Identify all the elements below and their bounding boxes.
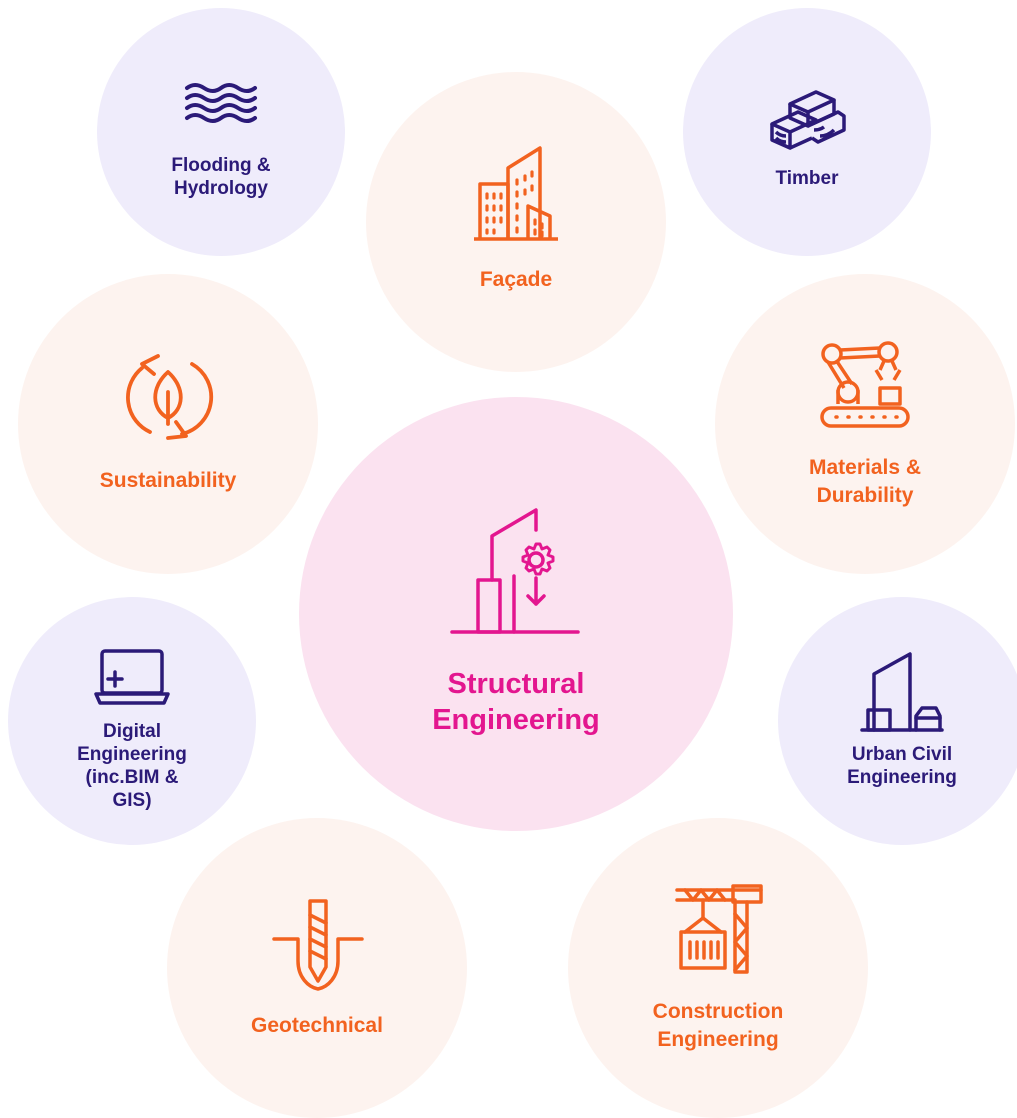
node-label-geotechnical: Geotechnical xyxy=(251,1014,383,1037)
node-digital xyxy=(8,597,256,845)
buildings-icon xyxy=(474,146,558,241)
drill-pile-icon xyxy=(272,899,364,991)
node-urban xyxy=(778,597,1017,845)
node-structural-engineering xyxy=(299,397,733,831)
node-timber xyxy=(683,8,931,256)
crane-building-gear-icon xyxy=(450,508,580,634)
laptop-icon xyxy=(94,649,170,705)
node-geotechnical xyxy=(167,818,467,1118)
node-facade xyxy=(366,72,666,372)
node-label-digital: Digital Engineering (inc.BIM & GIS) xyxy=(77,721,187,811)
node-flooding xyxy=(97,8,345,256)
tower-crane-container-icon xyxy=(675,884,763,974)
node-label-sustainability: Sustainability xyxy=(99,469,237,492)
node-label-construction: Construction Engineering xyxy=(652,1000,784,1051)
node-materials xyxy=(715,274,1015,574)
node-label-urban: Urban Civil Engineering xyxy=(847,744,957,788)
node-label-materials: Materials & Durability xyxy=(808,456,922,507)
timber-stack-icon xyxy=(770,90,846,150)
recycle-leaf-icon xyxy=(126,354,214,440)
robot-arm-conveyor-icon xyxy=(820,341,910,428)
node-label-flooding: Flooding & Hydrology xyxy=(171,155,271,199)
waves-icon xyxy=(185,83,257,123)
node-label-timber: Timber xyxy=(775,168,839,189)
urban-building-car-icon xyxy=(860,652,944,732)
center-label-structural-engineering: Structural Engineering xyxy=(432,668,600,736)
node-label-facade: Façade xyxy=(479,268,553,291)
